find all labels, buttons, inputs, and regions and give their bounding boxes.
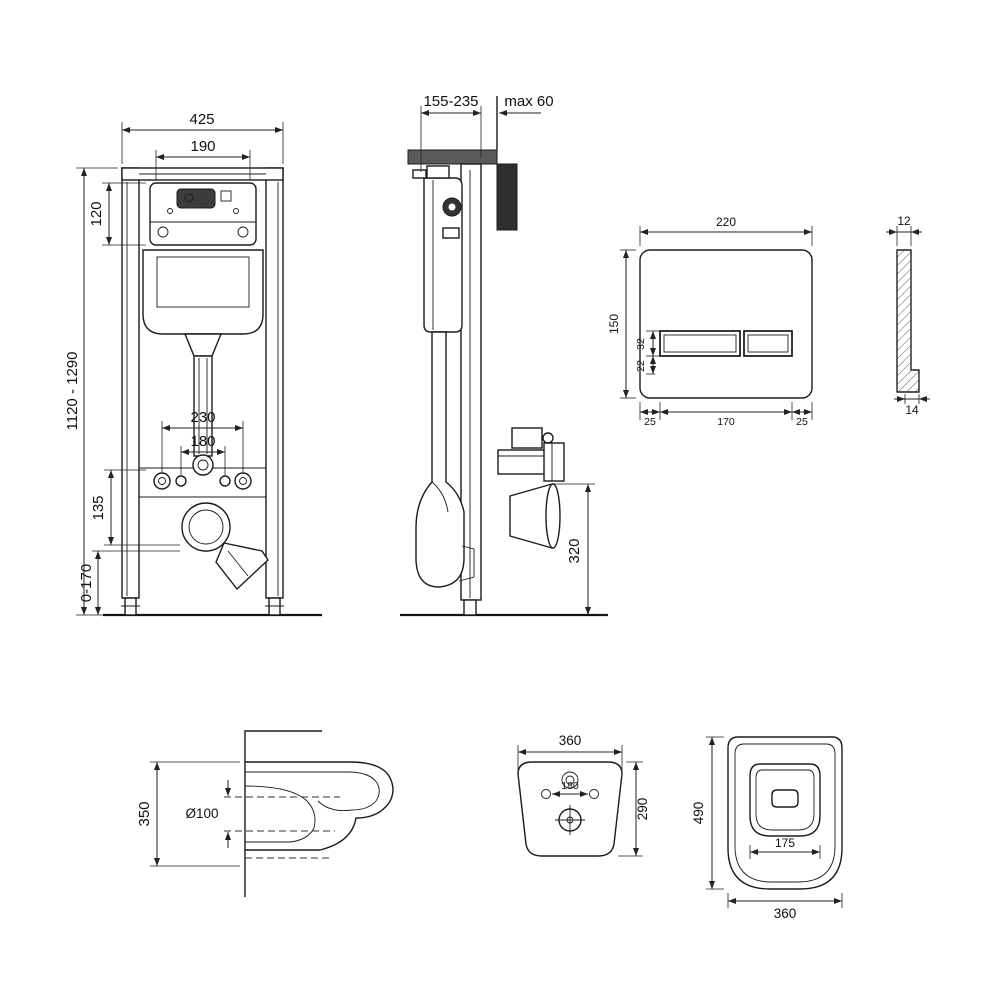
top-mounting-rail [407, 149, 498, 165]
front-right-foot [268, 597, 281, 616]
dim-floor-adjust: 0-170 [78, 564, 95, 602]
dim-plate-margin-left: 25 [644, 416, 656, 428]
dim-buttons-width: 170 [717, 416, 735, 428]
outlet-chute [215, 542, 269, 591]
wall-corner-line [244, 730, 322, 897]
fill-valve-top [426, 165, 450, 179]
outlet-pipe [497, 449, 547, 475]
seat-opening [749, 763, 821, 837]
dim-outlet-drop: 135 [90, 495, 107, 520]
dim-wall-clearance: max 60 [504, 93, 553, 110]
plate-side-profile [896, 249, 920, 393]
flush-pipe-side [415, 331, 475, 588]
dim-plate-thickness: 12 [897, 214, 911, 228]
frame-front-view: 425 190 120 1120 - 1290 230 180 135 [64, 111, 322, 617]
dim-bowl-height: 350 [136, 801, 153, 826]
dim-bolt-spacing: 230 [190, 409, 215, 426]
flush-valve-head [176, 188, 216, 209]
bowl-top-outline [727, 736, 843, 890]
front-left-foot [124, 597, 137, 616]
dim-cistern-width: 190 [190, 138, 215, 155]
dim-cistern-height: 120 [88, 201, 105, 226]
dim-plate-margin-right: 25 [796, 416, 808, 428]
dim-inner-spacing: 180 [190, 433, 215, 450]
flush-pipe-front [183, 333, 223, 476]
bowl-top-view: 175 490 360 [691, 736, 843, 921]
inlet-hole [561, 771, 579, 789]
dim-depth-range: 155-235 [423, 93, 478, 110]
bowl-outline [245, 761, 394, 851]
cistern-tank [142, 249, 264, 335]
dim-plate-height: 150 [607, 314, 621, 334]
dim-plate-base-depth: 14 [905, 403, 919, 417]
dim-bowl-back-width: 360 [559, 733, 582, 748]
dim-frame-width: 425 [189, 111, 214, 128]
bowl-back-view: 180 360 290 [517, 733, 650, 857]
dim-button-offset: 22 [635, 360, 647, 372]
dim-bowl-width: 360 [774, 906, 797, 921]
dim-bowl-depth: 490 [691, 802, 706, 825]
drain-sight [771, 789, 799, 808]
wall-outlet-connector [497, 427, 565, 549]
front-right-rail [265, 167, 284, 599]
dim-button-height: 32 [635, 338, 647, 350]
dim-outlet-diameter: Ø100 [185, 806, 218, 821]
outlet-flange [543, 442, 565, 482]
frame-side-view: 155-235 max 60 320 [400, 93, 608, 617]
dim-outlet-height: 320 [566, 538, 583, 563]
outlet-bracket [511, 427, 543, 449]
fixing-bolts [153, 472, 252, 490]
flush-plate-side-view: 12 14 [886, 214, 930, 417]
dim-plate-width: 220 [716, 215, 736, 229]
dim-hole-spacing: 180 [561, 780, 579, 792]
flush-plate [639, 249, 813, 399]
cistern-side [412, 165, 463, 333]
dim-bowl-back-height: 290 [635, 798, 650, 821]
front-left-rail [121, 167, 140, 599]
cistern-control-box [149, 182, 257, 246]
dim-frame-height-range: 1120 - 1290 [64, 352, 81, 431]
dim-opening-width: 175 [775, 836, 795, 850]
bowl-side-view: 350 Ø100 [136, 730, 394, 897]
side-foot [463, 599, 477, 616]
left-bolt-hole [541, 789, 551, 799]
outlet-bend-front [181, 502, 269, 591]
right-bolt-hole [589, 789, 599, 799]
wall-section-block [496, 163, 518, 231]
flush-plate-front-view: 220 150 32 22 25 170 25 [607, 215, 813, 428]
bowl-back-outline [517, 761, 623, 857]
